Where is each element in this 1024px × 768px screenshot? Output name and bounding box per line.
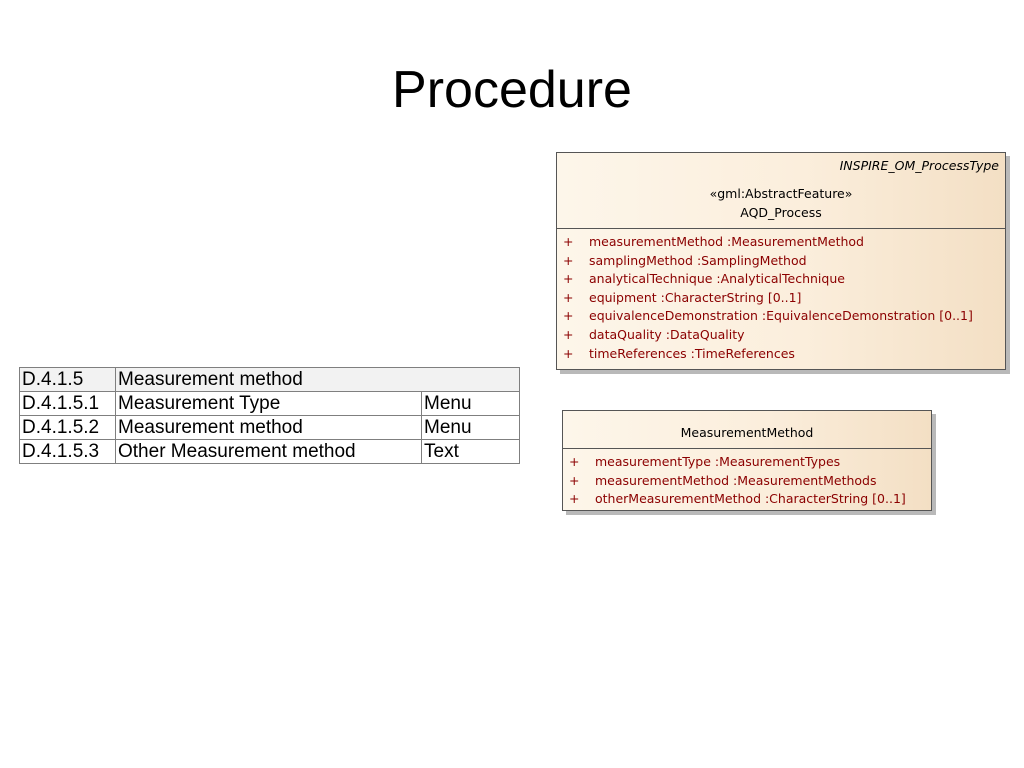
uml-class-header: MeasurementMethod [563, 411, 931, 449]
visibility: + [563, 252, 574, 268]
row-id: D.4.1.5.3 [19, 439, 116, 464]
attribute: + samplingMethod :SamplingMethod [563, 252, 1005, 271]
attribute-text: equipment :CharacterString [0..1] [589, 289, 802, 305]
tagged-value: INSPIRE_OM_ProcessType [839, 158, 999, 173]
attribute-text: otherMeasurementMethod :CharacterString … [595, 491, 906, 507]
attribute-text: dataQuality :DataQuality [589, 326, 745, 342]
class-name: MeasurementMethod [680, 425, 814, 440]
visibility: + [563, 271, 574, 287]
attribute: + measurementMethod :MeasurementMethods [569, 472, 931, 491]
uml-class-header: INSPIRE_OM_ProcessType «gml:AbstractFeat… [557, 153, 1005, 229]
visibility: + [563, 308, 574, 324]
row-name: Measurement Type [115, 391, 422, 416]
uml-class-aqd-process[interactable]: INSPIRE_OM_ProcessType «gml:AbstractFeat… [556, 152, 1006, 370]
visibility: + [569, 472, 580, 488]
attribute-text: analyticalTechnique :AnalyticalTechnique [589, 271, 845, 287]
attribute-list: + measurementMethod :MeasurementMethod + s… [557, 229, 1005, 367]
visibility: + [563, 345, 574, 361]
attribute: + analyticalTechnique :AnalyticalTechniqu… [563, 270, 1005, 289]
attribute-list: + measurementType :MeasurementTypes + meas… [563, 449, 931, 513]
row-name: Measurement method [115, 415, 422, 440]
slide-title: Procedure [392, 61, 632, 119]
visibility: + [563, 234, 574, 249]
attribute-text: timeReferences :TimeReferences [589, 345, 795, 361]
visibility: + [563, 326, 574, 342]
attribute: + measurementType :MeasurementTypes [569, 453, 931, 472]
row-id: D.4.1.5 [19, 367, 116, 392]
attribute: + equipment :CharacterString [0..1] [563, 289, 1005, 308]
attribute: + equivalenceDemonstration :EquivalenceDe… [563, 307, 1005, 326]
table-row: D.4.1.5.3 Other Measurement method Text [19, 439, 520, 464]
row-type: Text [421, 439, 520, 464]
attribute-text: samplingMethod :SamplingMethod [589, 252, 807, 268]
visibility: + [569, 491, 580, 507]
row-name: Measurement method [115, 367, 520, 392]
attribute-text: measurementMethod :MeasurementMethods [595, 472, 877, 488]
attribute-text: measurementMethod :MeasurementMethod [589, 234, 864, 249]
row-id: D.4.1.5.1 [19, 391, 116, 416]
attribute: + measurementMethod :MeasurementMethod [563, 233, 1005, 252]
stereotype: «gml:AbstractFeature» [709, 186, 853, 201]
visibility: + [563, 289, 574, 305]
visibility: + [569, 454, 580, 469]
uml-class-measurement-method[interactable]: MeasurementMethod + measurementType :Meas… [562, 410, 932, 511]
attribute: + dataQuality :DataQuality [563, 326, 1005, 345]
row-type: Menu [421, 391, 520, 416]
class-name: AQD_Process [740, 205, 822, 220]
measurement-spec-table: D.4.1.5 Measurement method D.4.1.5.1 Mea… [19, 367, 520, 464]
row-type: Menu [421, 415, 520, 440]
row-id: D.4.1.5.2 [19, 415, 116, 440]
row-name: Other Measurement method [115, 439, 422, 464]
table-row: D.4.1.5 Measurement method [19, 367, 520, 392]
attribute-text: equivalenceDemonstration :EquivalenceDem… [589, 308, 973, 324]
attribute: + otherMeasurementMethod :CharacterString… [569, 490, 931, 509]
attribute: + timeReferences :TimeReferences [563, 345, 1005, 364]
table-row: D.4.1.5.2 Measurement method Menu [19, 415, 520, 440]
attribute-text: measurementType :MeasurementTypes [595, 454, 841, 469]
table-row: D.4.1.5.1 Measurement Type Menu [19, 391, 520, 416]
